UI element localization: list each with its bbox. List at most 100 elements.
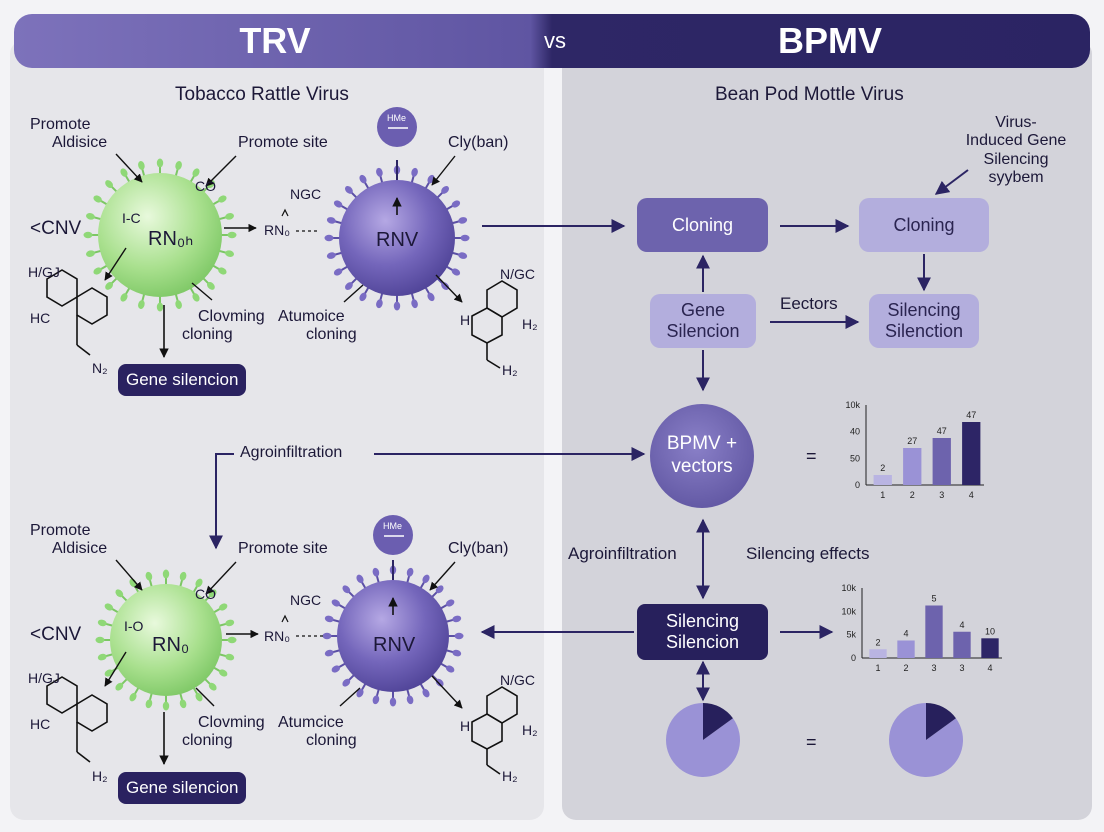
agro-down-arrow	[209, 453, 234, 550]
co-label: CO	[195, 178, 216, 194]
cloning-label-2: cloning	[306, 326, 357, 343]
x-tick-label: 4	[987, 663, 992, 673]
virus-spike-head	[156, 158, 164, 168]
hc-label-bottom: HC	[30, 716, 51, 732]
bpmv-plus-line: BPMV +	[666, 433, 738, 454]
equals-sign-1: =	[806, 446, 817, 466]
clovming-label: Clovming	[198, 308, 265, 325]
virus-spike-head	[156, 302, 164, 312]
virus-spike-head	[218, 603, 228, 611]
virus-spike-head	[445, 599, 455, 607]
virus-spike-head	[342, 585, 351, 594]
virus-spike-head	[324, 234, 334, 242]
chem-bond	[76, 751, 91, 763]
silencing-effects-label: Silencing effects	[746, 544, 870, 563]
x-tick-label: 3	[931, 663, 936, 673]
virus-spike-head	[422, 688, 430, 698]
virus-spike-head	[97, 653, 107, 661]
bar	[953, 631, 971, 658]
green-virus-capsid	[110, 584, 222, 696]
arrow	[104, 651, 127, 687]
rnv-label: RNV	[376, 229, 419, 251]
y-tick-label: 5k	[846, 630, 856, 640]
virus-spike-head	[345, 282, 353, 290]
chem-bond	[486, 764, 501, 775]
chem-bond	[486, 359, 501, 369]
x-tick-label: 2	[910, 490, 915, 500]
line	[343, 284, 364, 303]
virus-spike-head	[218, 267, 227, 275]
virus-spike-head	[175, 161, 182, 170]
virus-spike-head	[115, 589, 124, 598]
trv-title: TRV	[239, 20, 311, 61]
virus-spike-head	[359, 292, 367, 302]
virus-spike-head	[145, 571, 153, 581]
rnv-label-bottom: RNV	[373, 634, 416, 656]
silencing-line-dark: Silencing	[665, 611, 740, 632]
cnv-label-bottom: <CNV	[30, 624, 82, 645]
virus-spike-head	[179, 699, 187, 709]
virus-spike-head	[225, 213, 234, 220]
virus-spike-head	[452, 615, 462, 623]
chem-bond	[76, 344, 91, 356]
virus-spike-head	[145, 699, 153, 709]
virus-spike-head	[86, 213, 95, 220]
virus-spike-head	[227, 231, 237, 239]
virus-spike-head	[195, 692, 203, 702]
virus-spike-head	[225, 619, 235, 627]
promote-site-label-bottom: Promote site	[238, 540, 328, 557]
rna-virus-label: RN₀ₕ	[148, 228, 194, 250]
atumcice-label-bottom: Atumcice	[278, 714, 344, 731]
data-label: 27	[907, 436, 917, 446]
pie-chart-right	[889, 703, 964, 777]
virus-spike-head	[331, 665, 341, 673]
small-virus-bubble	[373, 515, 413, 555]
bar	[903, 448, 922, 485]
hc-label: HC	[30, 310, 51, 326]
virus-spike-head	[376, 167, 383, 177]
cloning-box-1: Cloning	[637, 198, 768, 252]
rno-small-label: RN₀	[264, 222, 291, 238]
arrow	[115, 559, 143, 591]
x-tick-label: 1	[880, 490, 885, 500]
bar	[932, 438, 951, 485]
virus-spike-head	[324, 615, 334, 623]
virus-spike-head	[227, 636, 237, 644]
virus-spike-head	[389, 697, 397, 707]
virus-spike-head	[345, 186, 353, 194]
virus-spike-head	[129, 692, 137, 702]
purple-virus-spikes	[322, 565, 464, 707]
bpmv-vectors-circle	[650, 404, 754, 508]
promote-label-bottom: Promote	[30, 522, 91, 539]
x-tick-label: 1	[875, 663, 880, 673]
virus-spike-head	[331, 599, 341, 607]
chem-ring	[471, 713, 503, 750]
small-virus-bubble	[377, 107, 417, 147]
virus-spike-head	[207, 282, 215, 290]
data-label: 2	[880, 463, 885, 473]
vigs-note: Virus- Induced Gene Silencing syybem	[946, 114, 1086, 188]
atumoice-label: Atumoice	[278, 308, 345, 325]
ngc-label: NGC	[290, 186, 322, 202]
h2a-label-bottom: H₂	[522, 722, 538, 738]
arrow	[104, 247, 127, 281]
data-label: 47	[937, 426, 947, 436]
virus-spike-head	[372, 695, 380, 705]
arrow	[115, 153, 143, 183]
y-tick-label: 40	[850, 427, 860, 437]
virus-spike-head	[93, 195, 102, 203]
cloning-label-2-bottom: cloning	[306, 732, 357, 749]
arrow	[431, 155, 456, 186]
eectors-label: Eectors	[780, 294, 838, 313]
ngc-label-bottom: NGC	[290, 592, 322, 608]
hme-label-bottom: HMe	[383, 521, 403, 531]
aldisice-label-bottom: Aldisice	[52, 540, 108, 557]
vigs-line-4: syybem	[988, 169, 1044, 187]
pie-slice	[666, 703, 741, 777]
virus-spike-head	[458, 217, 468, 224]
cnv-label: <CNV	[30, 218, 82, 239]
vigs-line-2: Induced Gene	[965, 132, 1067, 150]
hgj-label-bottom: H/GJ	[28, 670, 60, 686]
